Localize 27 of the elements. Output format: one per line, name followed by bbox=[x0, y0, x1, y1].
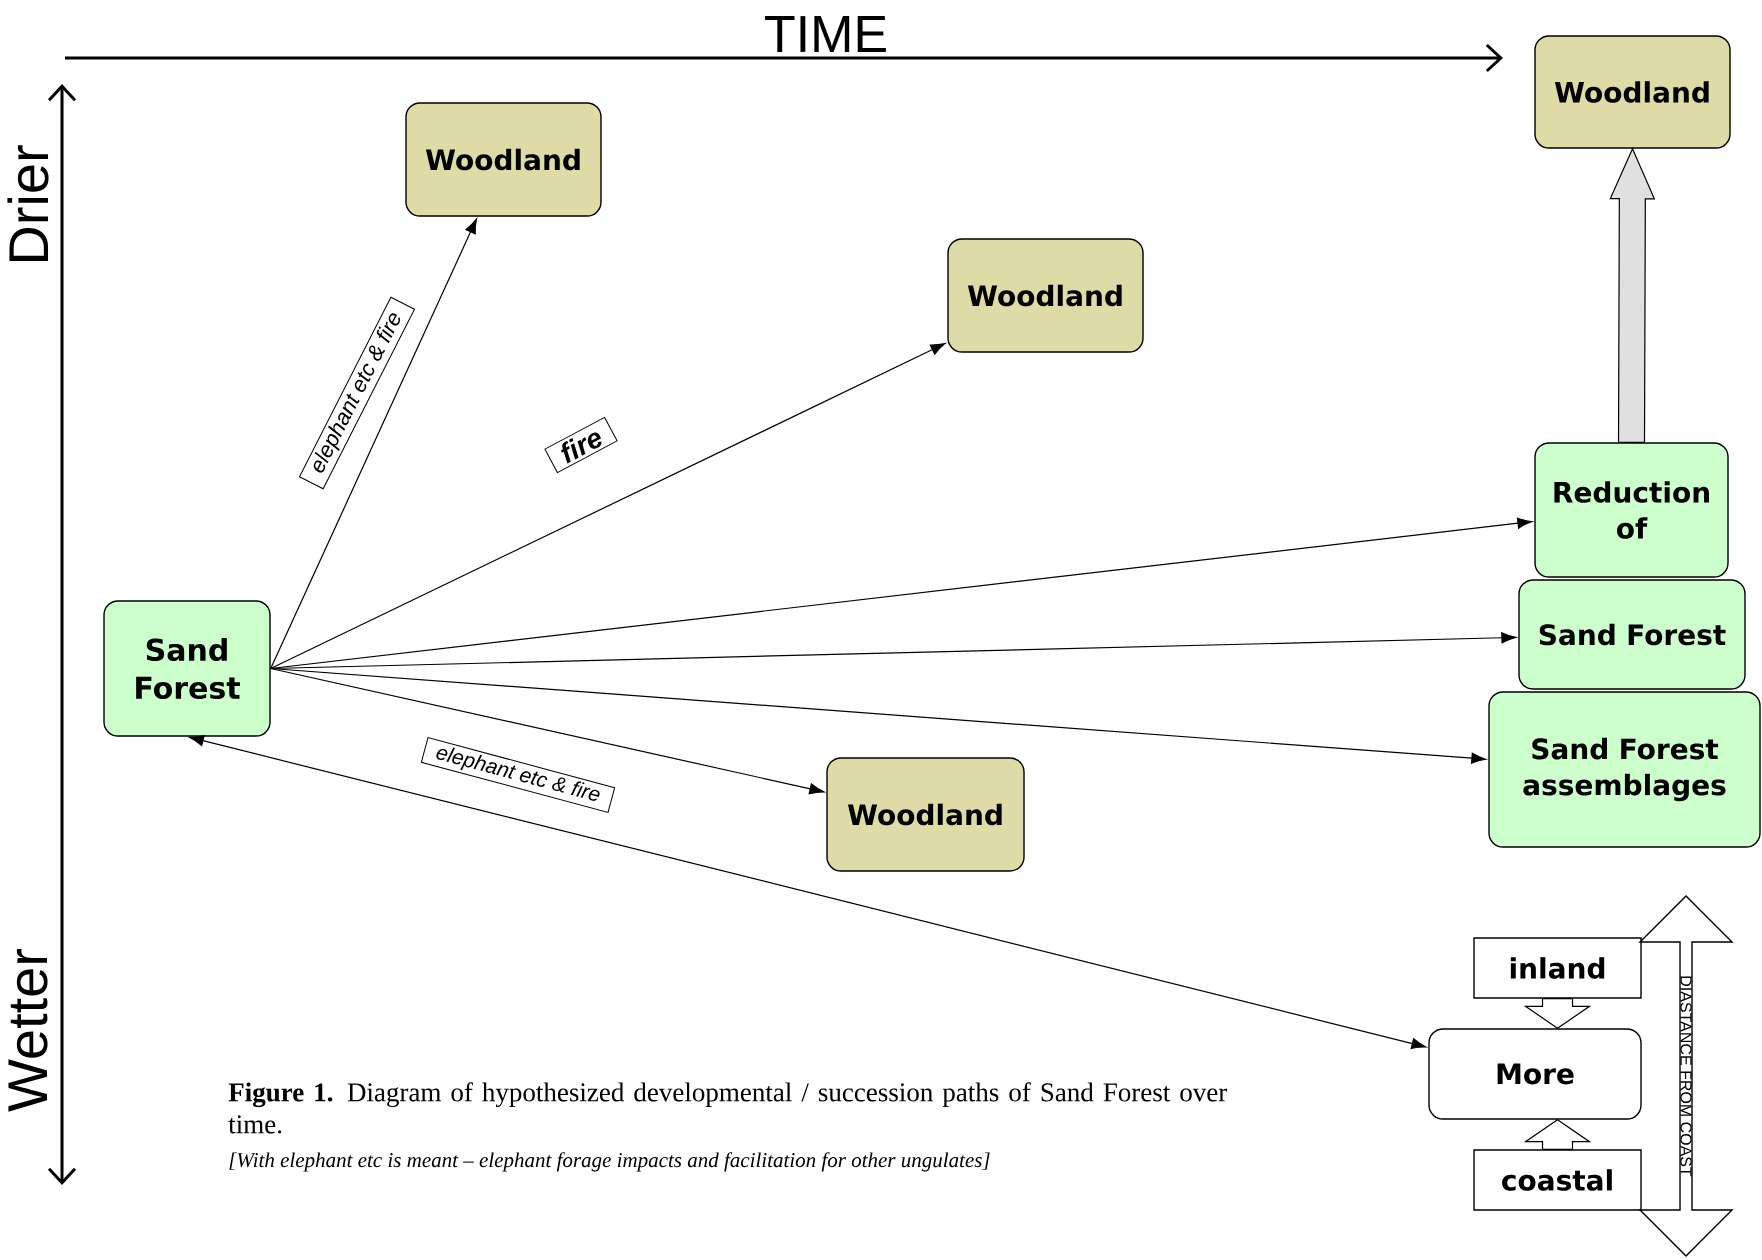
axis-label: Wetter bbox=[8, 948, 48, 1112]
arrow bbox=[188, 735, 1427, 1050]
double-arrow bbox=[1638, 895, 1734, 1257]
label-box: coastal bbox=[1473, 1149, 1642, 1211]
arrow-label: DIASTANCE FROM COAST bbox=[1680, 976, 1692, 1177]
block-arrow bbox=[1523, 1118, 1592, 1150]
arrow bbox=[270, 218, 477, 670]
state-box: Woodland bbox=[947, 238, 1144, 353]
axis-label: TIME bbox=[765, 16, 886, 52]
block-arrow bbox=[1609, 147, 1656, 443]
axis-label: Drier bbox=[7, 145, 49, 262]
state-box: Sand Forest assemblages bbox=[1488, 691, 1761, 848]
caption: Figure 1. Diagram of hypothesized developmental / succession paths of Sand Forest over time. bbox=[228, 1082, 1228, 1134]
edge-label: elephant etc & fire bbox=[420, 737, 616, 813]
state-box: Sand Forest bbox=[103, 600, 271, 737]
state-box: Woodland bbox=[405, 102, 602, 217]
state-box: Woodland bbox=[1534, 35, 1731, 149]
note: [With elephant etc is meant – elephant forage impacts and facilitation for other ungulates] bbox=[229, 1152, 990, 1172]
edge-label: fire bbox=[544, 416, 618, 474]
state-box: More bbox=[1428, 1028, 1642, 1120]
state-box: Reduction of bbox=[1534, 442, 1729, 578]
block-arrow bbox=[1523, 998, 1592, 1030]
arrow bbox=[270, 667, 825, 795]
state-box: Sand Forest bbox=[1518, 579, 1746, 690]
state-box: Woodland bbox=[826, 757, 1025, 872]
label-box: inland bbox=[1473, 937, 1642, 999]
arrow bbox=[270, 342, 946, 670]
